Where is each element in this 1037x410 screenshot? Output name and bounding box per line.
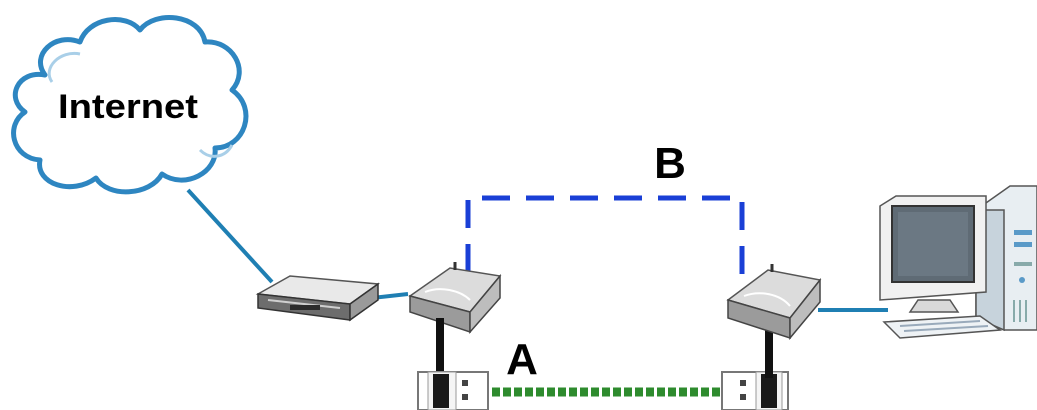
internet-label: Internet	[58, 88, 198, 126]
powerline-wireless-adapter-icon-right	[726, 264, 822, 341]
powerline-link-label: A	[506, 335, 538, 384]
powerline-wireless-adapter-icon-left	[408, 262, 502, 334]
cable-internet-to-modem	[186, 188, 274, 284]
internet-cloud-icon	[11, 15, 249, 195]
dsl-modem-icon	[255, 275, 381, 322]
wall-outlet-icon-left	[417, 371, 489, 410]
wireless-link-label: B	[654, 139, 686, 188]
wall-outlet-icon-right	[721, 371, 789, 410]
desktop-computer-icon	[879, 185, 1037, 339]
wireless-link-b	[465, 195, 745, 290]
